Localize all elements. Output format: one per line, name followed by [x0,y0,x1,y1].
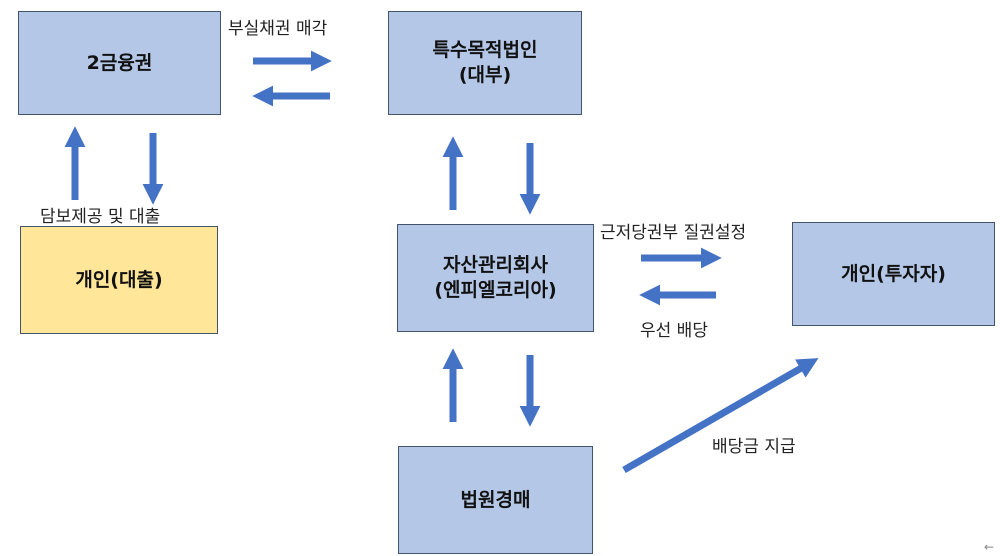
node-bank: 2금융권 [18,11,221,115]
corner-arrow-glyph: ← [983,540,994,554]
edge-label-dividend-payment: 배당금 지급 [712,437,796,457]
node-investor: 개인(투자자) [792,222,995,326]
node-borrower-label: 개인(대출) [75,268,163,291]
node-investor-label: 개인(투자자) [841,262,946,285]
node-spc: 특수목적법인 (대부) [388,11,582,115]
node-auction: 법원경매 [398,446,593,554]
node-borrower: 개인(대출) [20,226,218,334]
node-spc-label-line2: (대부) [458,64,512,86]
arrow-auction-to-investor [622,358,819,474]
edge-label-collateral-loan: 담보제공 및 대출 [40,207,161,227]
node-spc-label-line1: 특수목적법인 [432,39,538,62]
node-bank-label: 2금융권 [86,51,153,74]
edge-label-pledge: 근저당권부 질권설정 [600,223,747,243]
node-amc-label-line2: (엔피엘코리아) [434,279,557,301]
node-auction-label: 법원경매 [460,488,531,511]
edge-label-npl-sale: 부실채권 매각 [228,19,328,39]
node-amc-label-line1: 자산관리회사 [443,254,548,277]
node-amc: 자산관리회사 (엔피엘코리아) [397,224,594,332]
edge-label-priority-dividend: 우선 배당 [640,321,708,341]
